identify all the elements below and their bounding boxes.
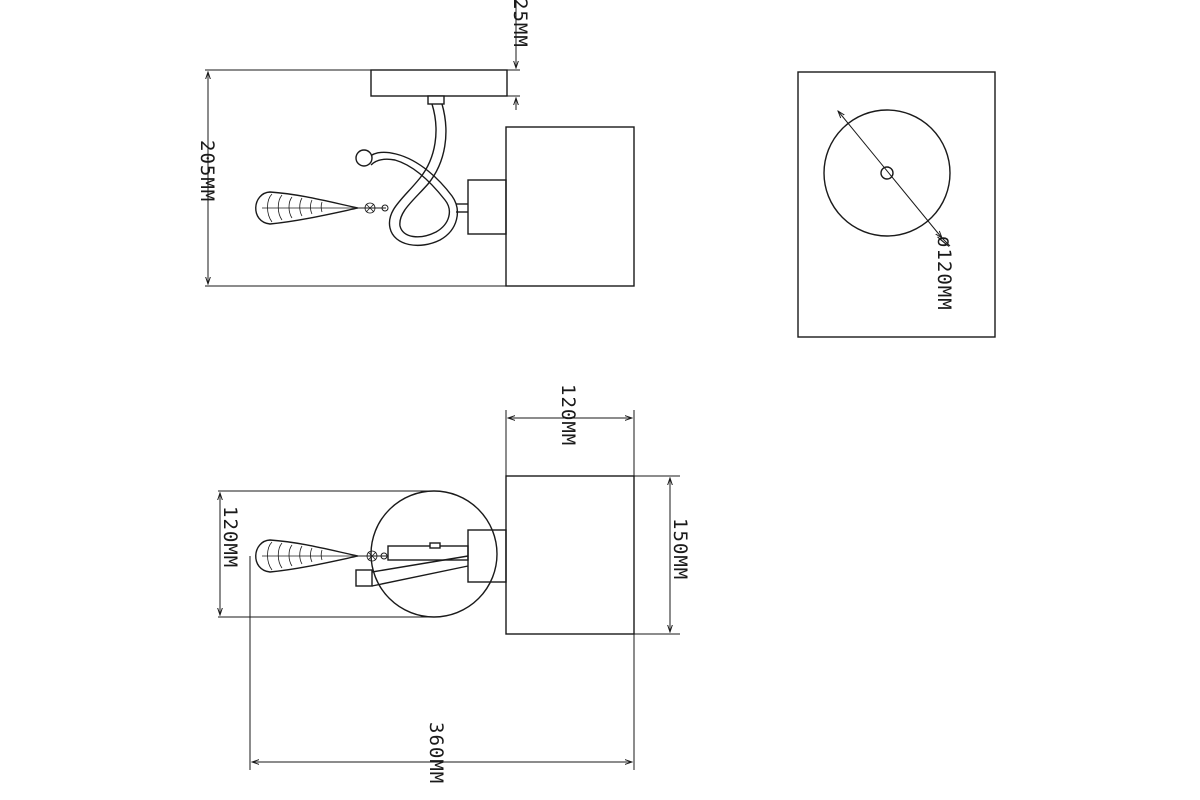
canopy-nut [427,95,445,105]
dim-total-height: 205MM [196,140,218,202]
lamp-shade [505,126,635,287]
front-arm-lower [371,555,469,587]
top-view-center [880,166,894,180]
front-shade [505,475,635,635]
dim-shade-width: 120MM [557,384,579,446]
front-teardrop-pendant [255,539,388,573]
front-arm-end [355,569,373,587]
teardrop-pendant [255,191,389,225]
dim-total-length: 360MM [425,722,447,784]
side-view: 205MM 25MM [196,0,635,287]
globe [370,490,498,618]
front-socket [467,529,507,583]
top-view-disc [823,109,951,237]
top-view-frame [797,71,996,338]
ceiling-canopy [370,69,508,97]
top-view: ø120MM [797,71,996,338]
curly-arm [367,103,459,247]
socket-block [467,179,507,235]
dim-globe-width: 120MM [219,506,241,568]
arm-ball-end [355,149,373,167]
dim-diameter: ø120MM [933,236,955,311]
dim-shade-height: 150MM [669,518,691,580]
front-view: 120MM 120MM 150MM 360MM [218,384,691,784]
dim-canopy-height: 25MM [509,0,531,48]
front-arm-upper [387,545,469,561]
